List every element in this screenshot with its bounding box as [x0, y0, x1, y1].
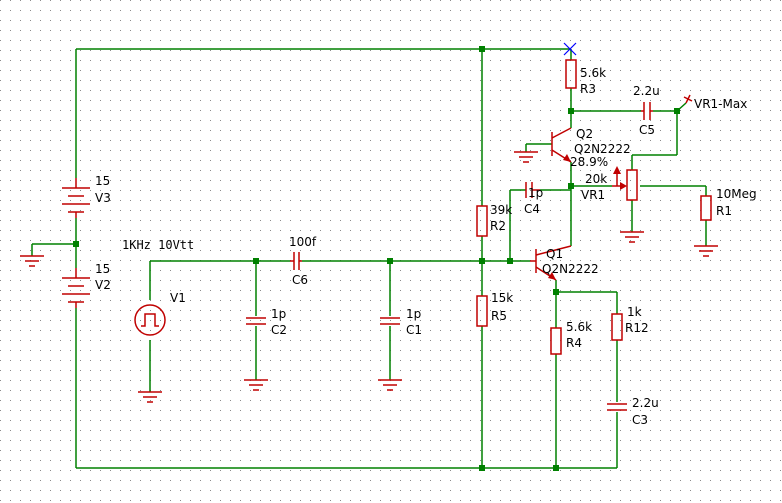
capacitor-c3[interactable]: 2.2u C3 — [607, 396, 659, 427]
v2-value: 15 — [95, 262, 110, 276]
capacitor-c1[interactable]: 1p C1 — [380, 307, 422, 337]
q2-ref: Q2 — [576, 127, 593, 141]
battery-v3[interactable]: 15 V3 — [62, 174, 111, 218]
wires — [31, 48, 707, 469]
c5-value: 2.2u — [633, 84, 660, 98]
vr1-value: 20k — [585, 172, 607, 186]
resistor-r5[interactable]: 15k R5 — [476, 291, 513, 327]
r1-value: 10Meg — [716, 187, 757, 201]
c3-ref: C3 — [632, 413, 648, 427]
transistor-q2[interactable]: Q2 Q2N2222 — [551, 127, 631, 163]
ground-icon — [378, 379, 402, 391]
r4-value: 5.6k — [566, 320, 592, 334]
ground-icon — [138, 391, 162, 403]
c2-ref: C2 — [271, 323, 287, 337]
c6-ref: C6 — [292, 273, 308, 287]
voltage-probe-vr1-max[interactable]: VR1-Max — [683, 94, 747, 111]
potentiometer-vr1[interactable]: 28.9% 20k VR1 — [570, 155, 638, 202]
v2-ref: V2 — [95, 278, 111, 292]
junctions — [73, 46, 680, 471]
r1-ref: R1 — [716, 204, 732, 218]
r12-value: 1k — [627, 305, 642, 319]
probe-label: VR1-Max — [694, 97, 747, 111]
r2-value: 39k — [490, 203, 512, 217]
resistor-r12[interactable]: 1k R12 — [611, 305, 649, 341]
resistor-r3[interactable]: 5.6k R3 — [565, 59, 606, 96]
c1-ref: C1 — [406, 323, 422, 337]
resistor-r4[interactable]: 5.6k R4 — [550, 320, 592, 355]
r3-value: 5.6k — [580, 66, 606, 80]
resistor-r1[interactable]: 10Meg R1 — [700, 187, 757, 221]
q2-model: Q2N2222 — [574, 142, 631, 156]
vr1-ref: VR1 — [581, 188, 605, 202]
v3-value: 15 — [95, 174, 110, 188]
c4-value: 1p — [528, 186, 543, 200]
c4-ref: C4 — [524, 202, 540, 216]
capacitor-c5[interactable]: 2.2u C5 — [633, 84, 660, 137]
vr1-position: 28.9% — [570, 155, 608, 169]
v1-ref: V1 — [170, 291, 186, 305]
ground-icon — [694, 245, 718, 257]
v3-ref: V3 — [95, 191, 111, 205]
pulse-source-v1[interactable]: 1KHz 10Vtt V1 — [122, 238, 194, 336]
v1-value: 1KHz 10Vtt — [122, 238, 194, 252]
c2-value: 1p — [271, 307, 286, 321]
r2-ref: R2 — [490, 219, 506, 233]
ground-icon — [514, 151, 538, 163]
capacitor-c6[interactable]: 100f C6 — [289, 235, 317, 287]
ground-icon — [20, 255, 44, 267]
ground-icon — [244, 379, 268, 391]
transistor-q1[interactable]: Q1 Q2N2222 — [530, 245, 599, 281]
resistor-r2[interactable]: 39k R2 — [476, 203, 512, 237]
c1-value: 1p — [406, 307, 421, 321]
battery-v2[interactable]: 15 V2 — [62, 262, 111, 308]
q1-ref: Q1 — [546, 247, 563, 261]
r5-value: 15k — [491, 291, 513, 305]
r12-ref: R12 — [625, 321, 649, 335]
q1-model: Q2N2222 — [542, 262, 599, 276]
c6-value: 100f — [289, 235, 317, 249]
capacitor-c4[interactable]: 1p C4 — [524, 182, 543, 216]
r5-ref: R5 — [491, 309, 507, 323]
r4-ref: R4 — [566, 336, 582, 350]
probe-x-marker — [563, 42, 577, 56]
c3-value: 2.2u — [632, 396, 659, 410]
capacitor-c2[interactable]: 1p C2 — [246, 307, 287, 337]
ground-icon — [620, 231, 644, 243]
r3-ref: R3 — [580, 82, 596, 96]
c5-ref: C5 — [639, 123, 655, 137]
